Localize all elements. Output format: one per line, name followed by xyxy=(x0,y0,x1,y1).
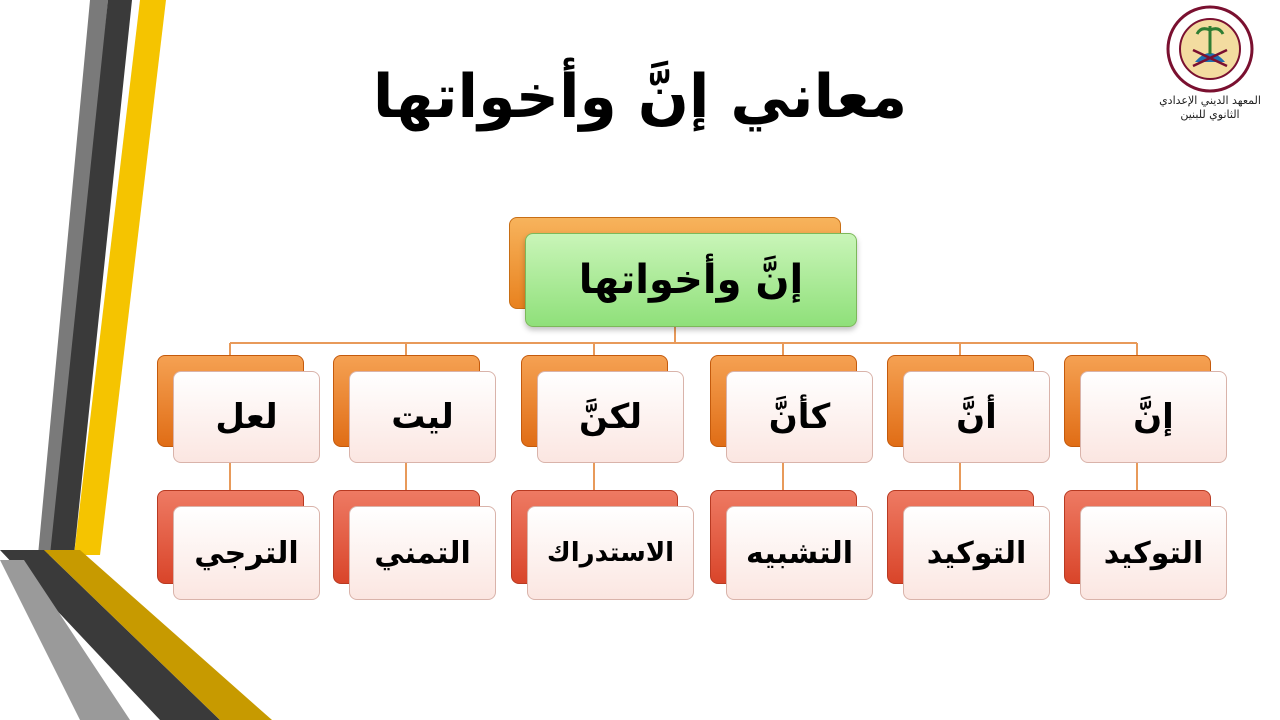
word-label: لعل xyxy=(173,371,320,463)
root-node-label: إنَّ وأخواتها xyxy=(525,233,857,327)
ministry-logo: المعهد الديني الإعدادي الثانوي للبنين xyxy=(1150,4,1270,122)
word-label: ليت xyxy=(349,371,496,463)
dark-stripe xyxy=(50,0,132,555)
emblem-icon xyxy=(1166,5,1254,93)
meaning-label: التشبيه xyxy=(726,506,873,600)
logo-line-1: المعهد الديني الإعدادي xyxy=(1159,94,1261,107)
logo-line-2: الثانوي للبنين xyxy=(1180,108,1240,121)
meaning-label: التوكيد xyxy=(903,506,1050,600)
word-label: أنَّ xyxy=(903,371,1050,463)
gray-stripe xyxy=(38,0,108,555)
meaning-label: التوكيد xyxy=(1080,506,1227,600)
meaning-label: التمني xyxy=(349,506,496,600)
word-label: كأنَّ xyxy=(726,371,873,463)
word-label: لكنَّ xyxy=(537,371,684,463)
gold-diagonal xyxy=(44,550,272,720)
dark-diagonal xyxy=(0,550,220,720)
yellow-stripe xyxy=(74,0,166,555)
meaning-label: الترجي xyxy=(173,506,320,600)
light-diagonal xyxy=(0,560,130,720)
meaning-label: الاستدراك xyxy=(527,506,694,600)
word-label: إنَّ xyxy=(1080,371,1227,463)
page-title: معاني إنَّ وأخواتها xyxy=(372,62,908,132)
